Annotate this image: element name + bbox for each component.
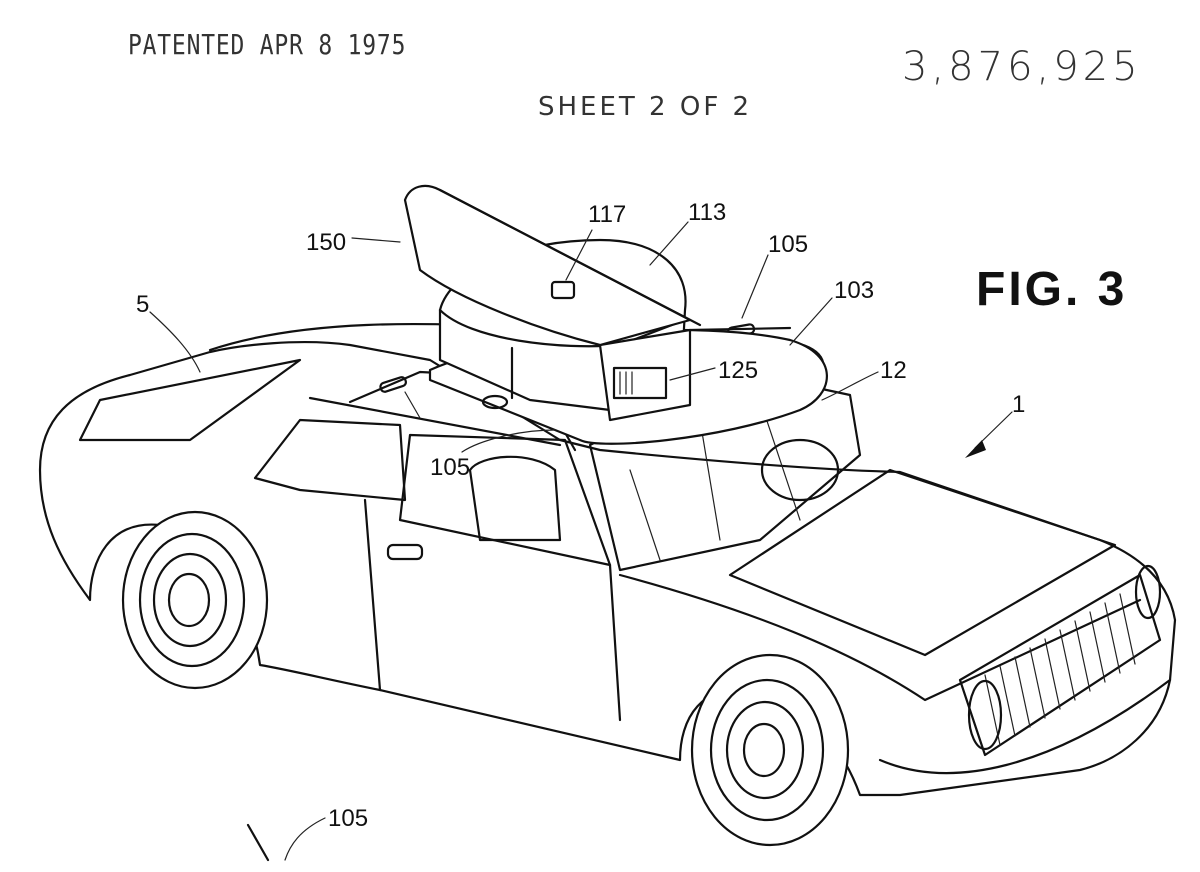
ref-113: 113: [688, 199, 726, 226]
patent-date-stamp: PATENTED APR 8 1975: [128, 28, 407, 61]
ref-103: 103: [834, 277, 874, 304]
ref-117: 117: [588, 201, 626, 228]
ref-5: 5: [136, 291, 149, 318]
ref-125: 125: [718, 357, 758, 384]
rear-wheel: [121, 510, 269, 690]
leader-lines: [149, 221, 1013, 861]
ref-105-middle: 105: [430, 454, 470, 481]
camera-lid: [403, 184, 692, 347]
latch: [550, 280, 576, 300]
ref-105-bottom: 105: [328, 805, 368, 832]
ref-150: 150: [306, 229, 346, 256]
patent-number: 3,876,925: [902, 44, 1142, 90]
reference-numerals: 150 117 113 105 103 5 12 125 1 105 105: [136, 199, 1025, 832]
front-wheel: [690, 653, 850, 847]
ref-12: 12: [880, 357, 907, 384]
arrowhead: [965, 440, 986, 458]
figure-label: FIG. 3: [976, 263, 1128, 316]
ref-105-top: 105: [768, 231, 808, 258]
ref-1: 1: [1012, 391, 1025, 418]
sheet-indicator: SHEET 2 OF 2: [538, 92, 753, 122]
rod-detail: [246, 823, 270, 862]
